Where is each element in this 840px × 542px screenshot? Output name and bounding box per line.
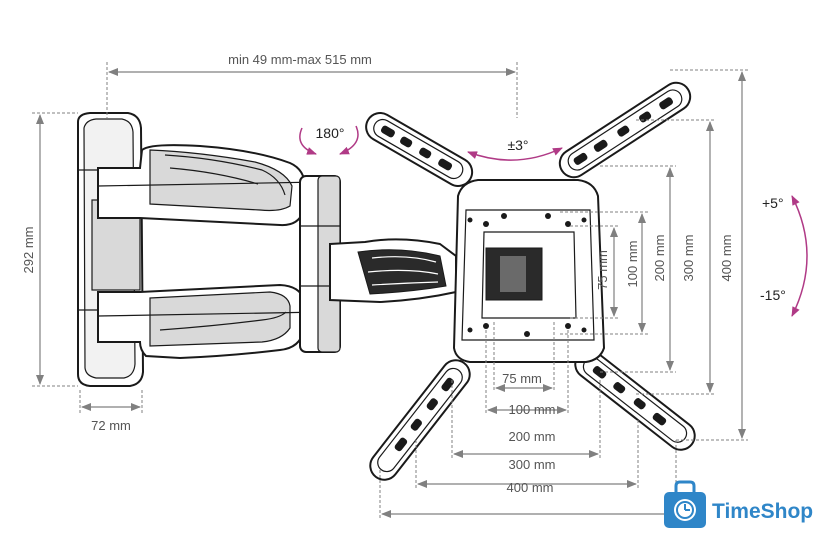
- v-100-label: 100 mm: [625, 241, 640, 288]
- vesa-arm-top-left: [365, 112, 474, 187]
- vesa-arm-bottom-right: [574, 349, 696, 451]
- extension-label: min 49 mm-max 515 mm: [228, 52, 372, 67]
- height-dimension: 292 mm: [21, 112, 78, 387]
- horizontal-vesa-dimensions: 75 mm 100 mm 200 mm 300 mm 400 mm: [379, 322, 677, 518]
- tilt-up-label: +5°: [762, 195, 784, 211]
- rotation-label: 180°: [316, 125, 345, 141]
- vesa-arm-bottom-left: [369, 359, 471, 481]
- tilt-down-label: -15°: [760, 287, 786, 303]
- forearm: [329, 238, 457, 304]
- wall-plate: [77, 112, 145, 387]
- rotation-indicator: 180°: [299, 125, 359, 155]
- v-300-label: 300 mm: [681, 235, 696, 282]
- upper-arm: [97, 144, 321, 227]
- h-75-label: 75 mm: [502, 371, 542, 386]
- h-100-label: 100 mm: [509, 402, 556, 417]
- swivel-indicator: ±3°: [467, 137, 563, 161]
- h-300-label: 300 mm: [509, 457, 556, 472]
- wall-plate-width-label: 72 mm: [91, 418, 131, 433]
- vesa-arm-top-right: [558, 81, 692, 179]
- v-200-label: 200 mm: [652, 235, 667, 282]
- h-200-label: 200 mm: [509, 429, 556, 444]
- vertical-vesa-dimensions: 75 mm 100 mm 200 mm 300 mm 400 mm: [560, 69, 748, 441]
- v-75-label: 75 mm: [595, 250, 610, 290]
- clock-bag-icon: [664, 480, 706, 528]
- extension-dimension: min 49 mm-max 515 mm: [106, 52, 518, 118]
- brand-logo: TimeShop: [664, 480, 813, 528]
- brand-name: TimeShop: [712, 500, 813, 523]
- tilt-indicator: +5° -15°: [760, 195, 808, 317]
- height-label: 292 mm: [21, 227, 36, 274]
- vesa-plate: [452, 179, 606, 363]
- swivel-label: ±3°: [507, 137, 528, 153]
- h-400-label: 400 mm: [507, 480, 554, 495]
- wall-plate-width-dimension: 72 mm: [79, 390, 143, 433]
- v-400-label: 400 mm: [719, 235, 734, 282]
